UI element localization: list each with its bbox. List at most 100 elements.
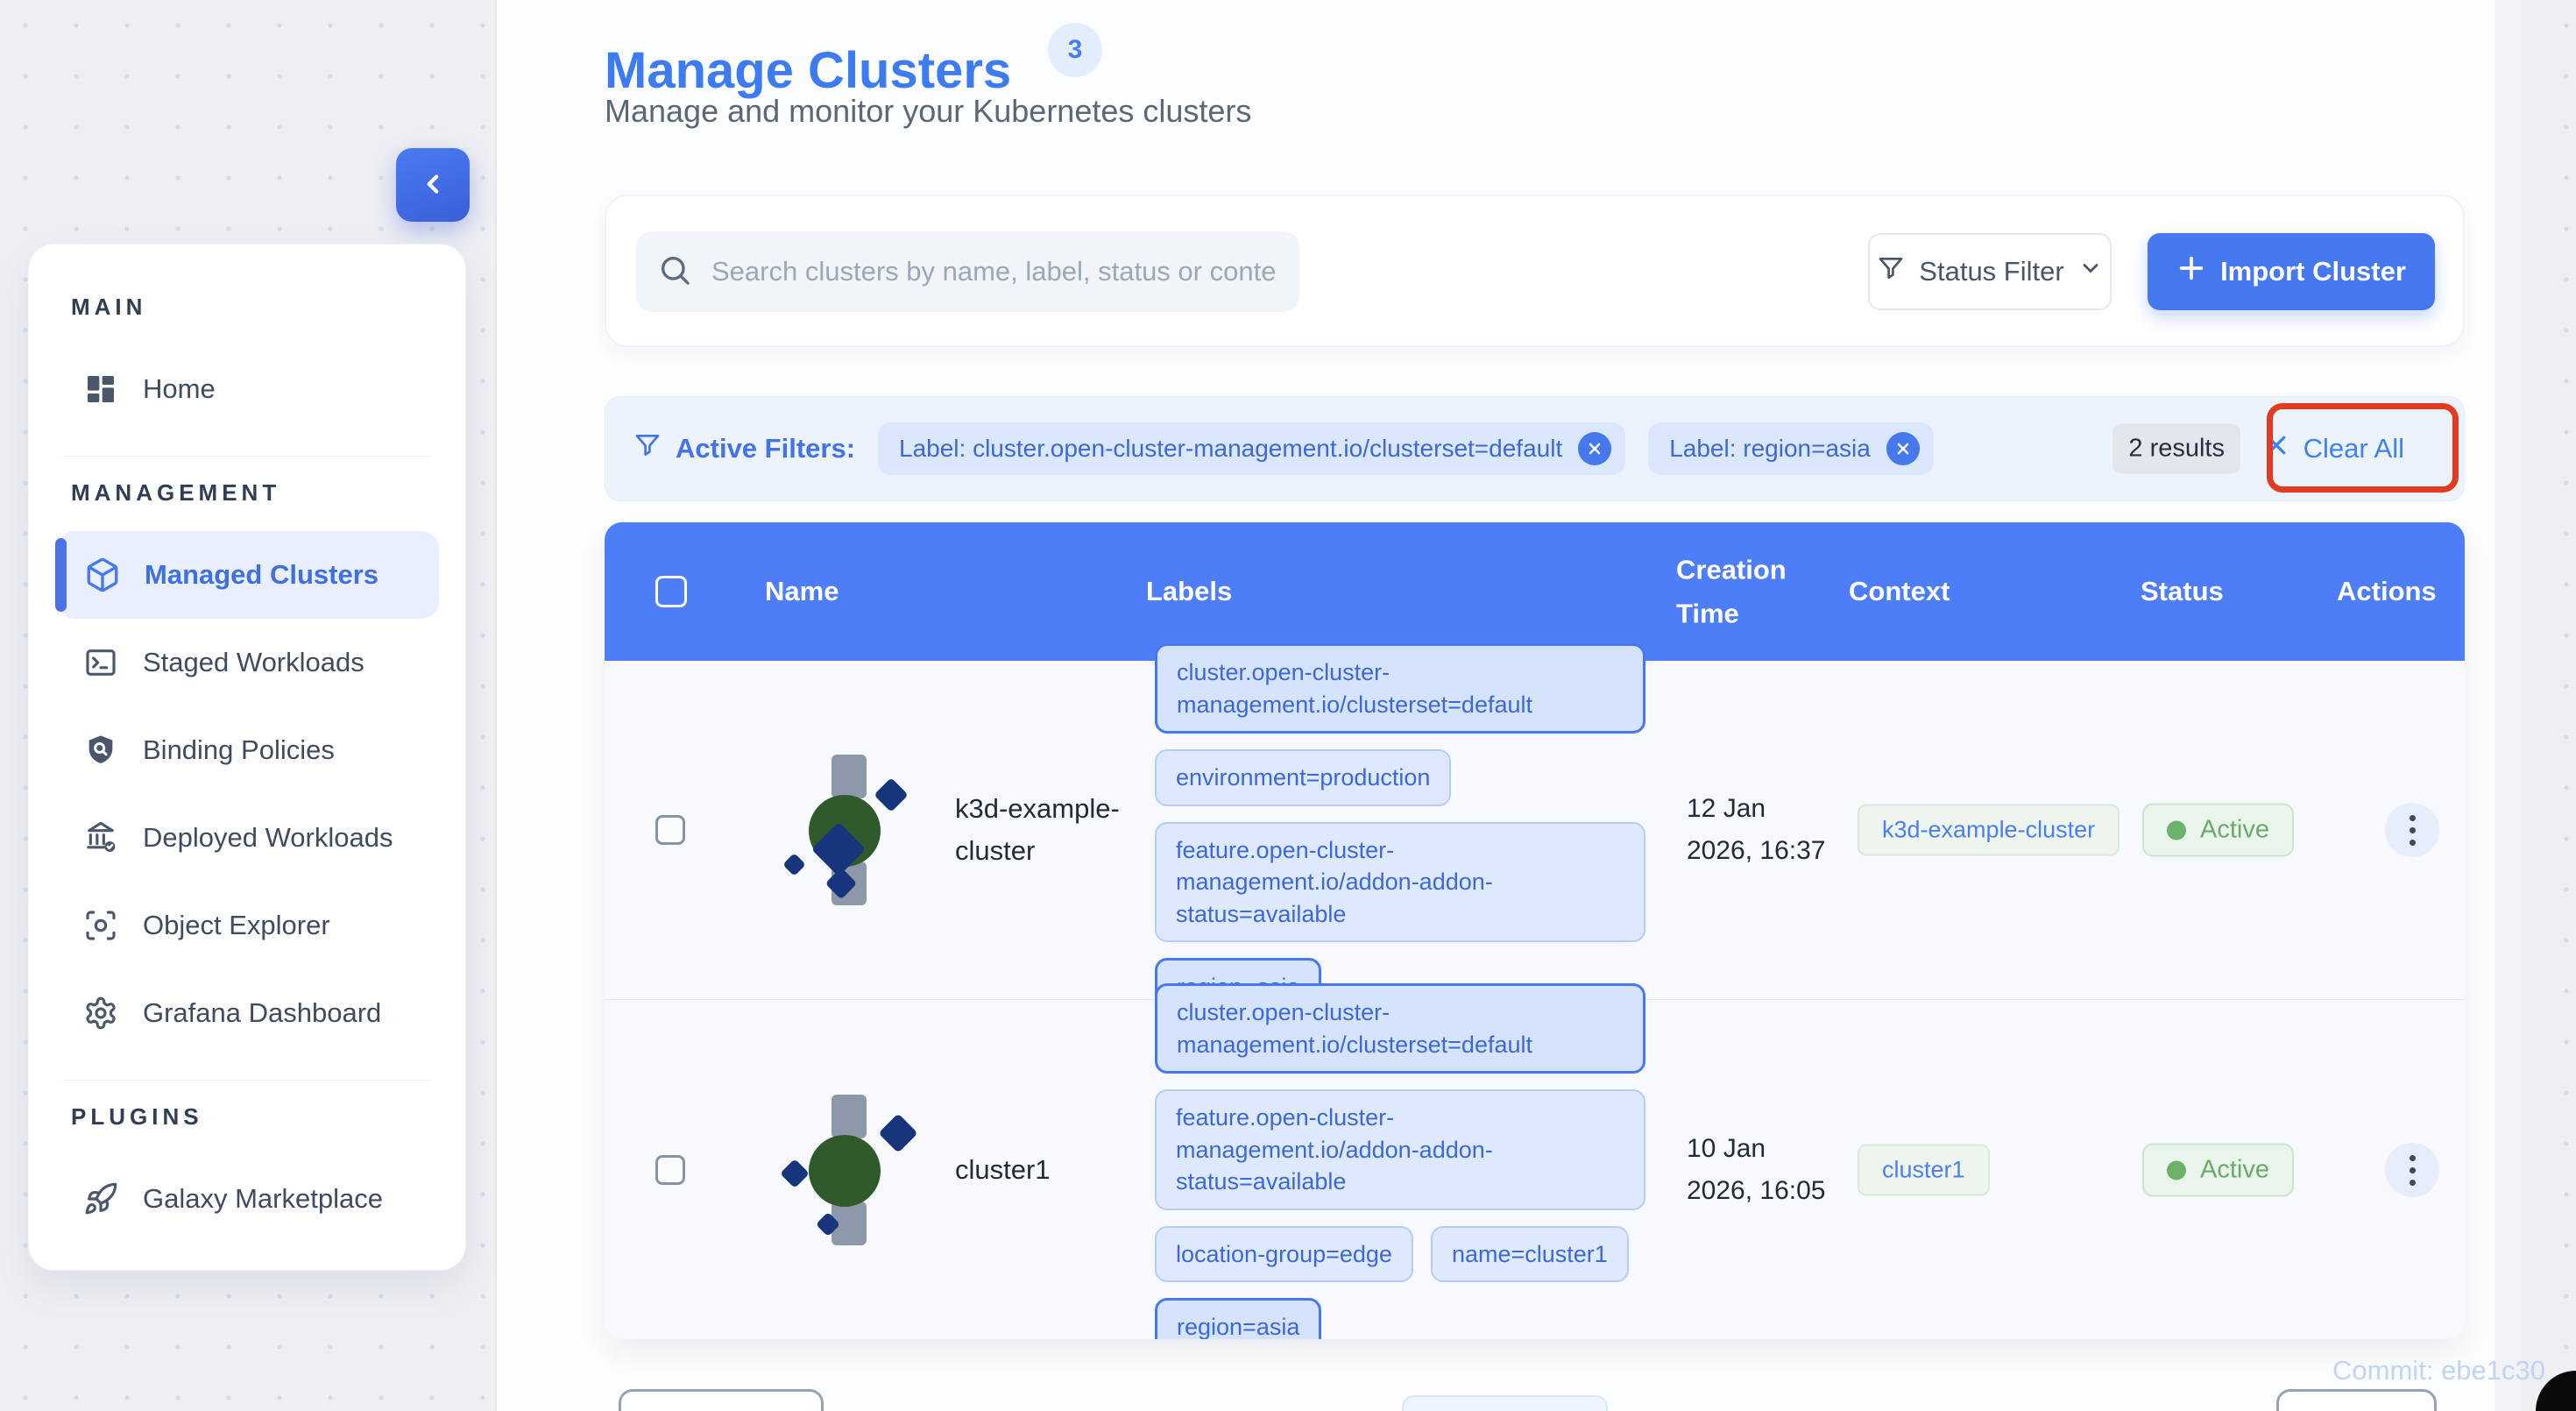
context-cell: cluster1	[1858, 1145, 1990, 1196]
status-filter-label: Status Filter	[1919, 256, 2063, 287]
cluster-count-badge: 3	[1048, 23, 1102, 77]
chevron-down-icon	[2078, 256, 2103, 287]
sidebar-section-plugins: PLUGINS	[55, 1103, 439, 1131]
cluster-labels: cluster.open-cluster-management.io/clust…	[1155, 1000, 1645, 1339]
status-label: Active	[2200, 1156, 2269, 1185]
row-actions-menu-button[interactable]	[2385, 1143, 2439, 1197]
label-chip[interactable]: cluster.open-cluster-management.io/clust…	[1155, 643, 1645, 734]
column-header-context: Context	[1849, 576, 1950, 607]
cube-icon	[83, 556, 122, 594]
label-chip[interactable]: name=cluster1	[1431, 1226, 1629, 1282]
funnel-icon	[633, 431, 662, 466]
sidebar-item-label: Managed Clusters	[145, 559, 379, 591]
active-filters-text: Active Filters:	[676, 433, 855, 464]
sidebar-item-managed-clusters[interactable]: Managed Clusters	[57, 531, 439, 619]
remove-filter-button[interactable]	[1578, 432, 1611, 465]
cluster-icon	[793, 1095, 907, 1245]
sidebar-item-label: Home	[143, 373, 216, 405]
table-header: Name Labels Creation Time Context Status…	[605, 522, 2465, 661]
label-chip[interactable]: feature.open-cluster-management.io/addon…	[1155, 822, 1645, 942]
sidebar-divider	[62, 1080, 432, 1081]
sidebar-item-object-explorer[interactable]: Object Explorer	[55, 882, 439, 969]
toolbar-card: Status Filter Import Cluster	[605, 195, 2465, 347]
status-filter-button[interactable]: Status Filter	[1868, 233, 2112, 310]
commit-hash: Commit: ebe1c30	[2332, 1355, 2545, 1386]
label-chip[interactable]: cluster.open-cluster-management.io/clust…	[1155, 983, 1645, 1074]
sidebar-item-binding-policies[interactable]: Binding Policies	[55, 706, 439, 794]
sidebar-item-label: Galaxy Marketplace	[143, 1183, 383, 1215]
rocket-icon	[81, 1180, 120, 1218]
clear-all-button[interactable]: Clear All	[2258, 431, 2410, 466]
sidebar-divider	[62, 456, 432, 457]
sidebar-item-label: Staged Workloads	[143, 647, 364, 678]
remove-filter-button[interactable]	[1886, 432, 1920, 465]
pagination-previous-button[interactable]	[619, 1389, 824, 1411]
status-badge: Active	[2142, 1144, 2294, 1197]
table-row: k3d-example-cluster cluster.open-cluster…	[605, 661, 2465, 999]
context-cell: k3d-example-cluster	[1858, 805, 2120, 856]
label-chip[interactable]: environment=production	[1155, 749, 1451, 805]
column-header-status: Status	[2141, 576, 2224, 607]
active-filters-label: Active Filters:	[633, 431, 855, 466]
results-count-badge: 2 results	[2112, 424, 2240, 474]
cluster-name: cluster1	[955, 1149, 1130, 1191]
filter-chip-text: Label: region=asia	[1669, 435, 1871, 463]
page-title: Manage Clusters	[605, 41, 1011, 100]
sidebar-item-grafana-dashboard[interactable]: Grafana Dashboard	[55, 969, 439, 1057]
dashboard-grid-icon	[81, 370, 120, 408]
sidebar-item-home[interactable]: Home	[55, 345, 439, 433]
creation-time: 10 Jan 2026, 16:05	[1687, 1128, 1827, 1212]
sidebar: MAIN Home MANAGEMENT Managed Clusters St…	[28, 244, 466, 1271]
search-box[interactable]	[636, 231, 1299, 312]
row-checkbox[interactable]	[655, 1155, 685, 1185]
x-icon	[2263, 432, 2289, 465]
cluster-icon	[793, 755, 907, 905]
label-chip[interactable]: location-group=edge	[1155, 1226, 1413, 1282]
status-dot-icon	[2167, 820, 2186, 840]
row-checkbox[interactable]	[655, 815, 685, 845]
cluster-name: k3d-example-cluster	[955, 788, 1130, 872]
context-chip: cluster1	[1858, 1145, 1990, 1196]
gear-icon	[81, 994, 120, 1032]
column-header-labels: Labels	[1146, 576, 1232, 607]
sidebar-item-label: Grafana Dashboard	[143, 997, 381, 1029]
row-actions-menu-button[interactable]	[2385, 803, 2439, 857]
search-input[interactable]	[710, 255, 1278, 288]
funnel-icon	[1877, 254, 1905, 289]
scrollbar-gutter[interactable]	[2495, 0, 2521, 1411]
chevron-left-icon	[418, 169, 448, 202]
active-filters-bar: Active Filters: Label: cluster.open-clus…	[605, 396, 2465, 501]
column-header-creation-time: Creation Time	[1676, 548, 1816, 635]
sidebar-item-galaxy-marketplace[interactable]: Galaxy Marketplace	[55, 1155, 439, 1243]
label-chip[interactable]: feature.open-cluster-management.io/addon…	[1155, 1089, 1645, 1209]
cluster-labels: cluster.open-cluster-management.io/clust…	[1155, 661, 1645, 999]
select-all-checkbox[interactable]	[655, 576, 687, 607]
context-chip: k3d-example-cluster	[1858, 805, 2120, 856]
sidebar-item-label: Object Explorer	[143, 910, 330, 941]
status-cell: Active	[2142, 1144, 2294, 1197]
scan-object-icon	[81, 906, 120, 945]
creation-time: 12 Jan 2026, 16:37	[1687, 788, 1827, 872]
table-row: cluster1 cluster.open-cluster-management…	[605, 999, 2465, 1339]
terminal-icon	[81, 643, 120, 682]
pagination-next-button[interactable]	[2276, 1389, 2437, 1411]
sidebar-collapse-button[interactable]	[396, 148, 470, 222]
sidebar-item-deployed-workloads[interactable]: Deployed Workloads	[55, 794, 439, 882]
column-header-actions: Actions	[2337, 576, 2437, 607]
column-header-name: Name	[765, 576, 839, 607]
status-dot-icon	[2167, 1160, 2186, 1180]
pagination-page-indicator[interactable]	[1402, 1395, 1608, 1411]
shield-search-icon	[81, 731, 120, 769]
import-cluster-button[interactable]: Import Cluster	[2148, 233, 2435, 310]
sidebar-item-label: Binding Policies	[143, 734, 335, 766]
filter-chip-text: Label: cluster.open-cluster-management.i…	[899, 435, 1562, 463]
status-cell: Active	[2142, 804, 2294, 857]
sidebar-item-staged-workloads[interactable]: Staged Workloads	[55, 619, 439, 706]
bank-check-icon	[81, 819, 120, 857]
label-chip[interactable]: region=asia	[1155, 1298, 1321, 1339]
filter-chip-region: Label: region=asia	[1648, 422, 1934, 475]
filter-chip-clusterset: Label: cluster.open-cluster-management.i…	[878, 422, 1625, 475]
clusters-table: Name Labels Creation Time Context Status…	[605, 522, 2465, 1339]
sidebar-item-label: Deployed Workloads	[143, 822, 393, 854]
